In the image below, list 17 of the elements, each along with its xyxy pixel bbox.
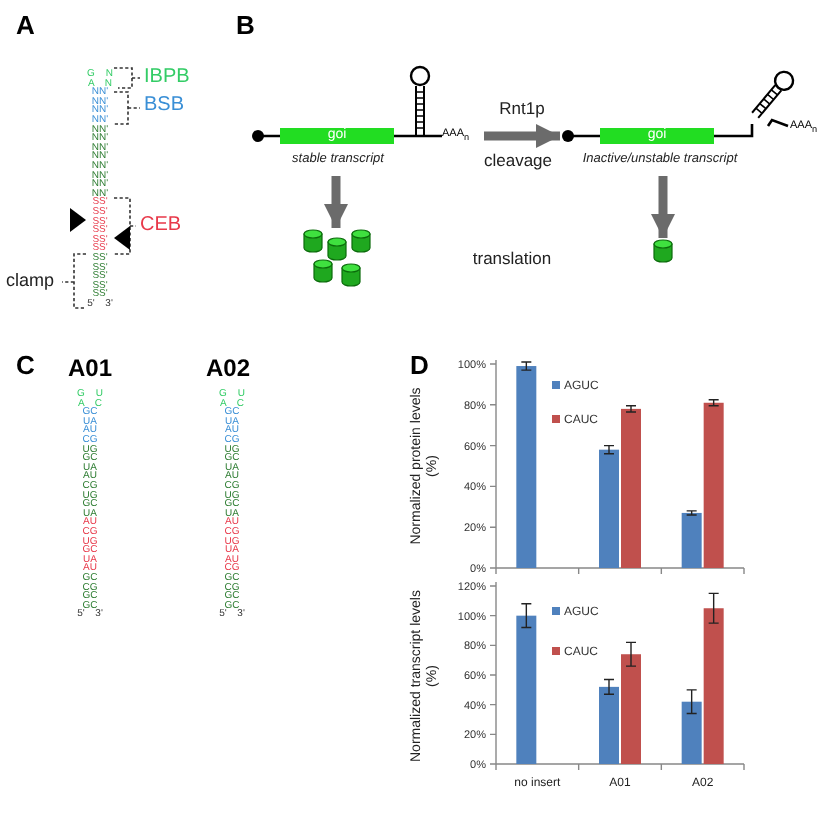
- panel-letter: B: [236, 10, 255, 40]
- step-label: cleavage: [481, 150, 555, 170]
- panel-letter: A: [16, 10, 35, 40]
- arrow: [651, 176, 675, 238]
- region-label: CEB: [140, 214, 182, 236]
- region-label: clamp: [6, 270, 55, 290]
- panel-title: A02: [206, 354, 251, 382]
- region-label: BSB: [144, 94, 185, 116]
- arrow: [324, 176, 348, 228]
- region-label: IBPB: [144, 66, 190, 88]
- arrow: [484, 124, 560, 148]
- step-label: translation: [470, 248, 554, 268]
- panel-letter: D: [410, 350, 429, 380]
- edge-label: Rnt1p: [497, 98, 547, 118]
- panel-letter: C: [16, 350, 35, 380]
- protein-icon: [652, 238, 674, 266]
- panel-title: A01: [68, 354, 113, 382]
